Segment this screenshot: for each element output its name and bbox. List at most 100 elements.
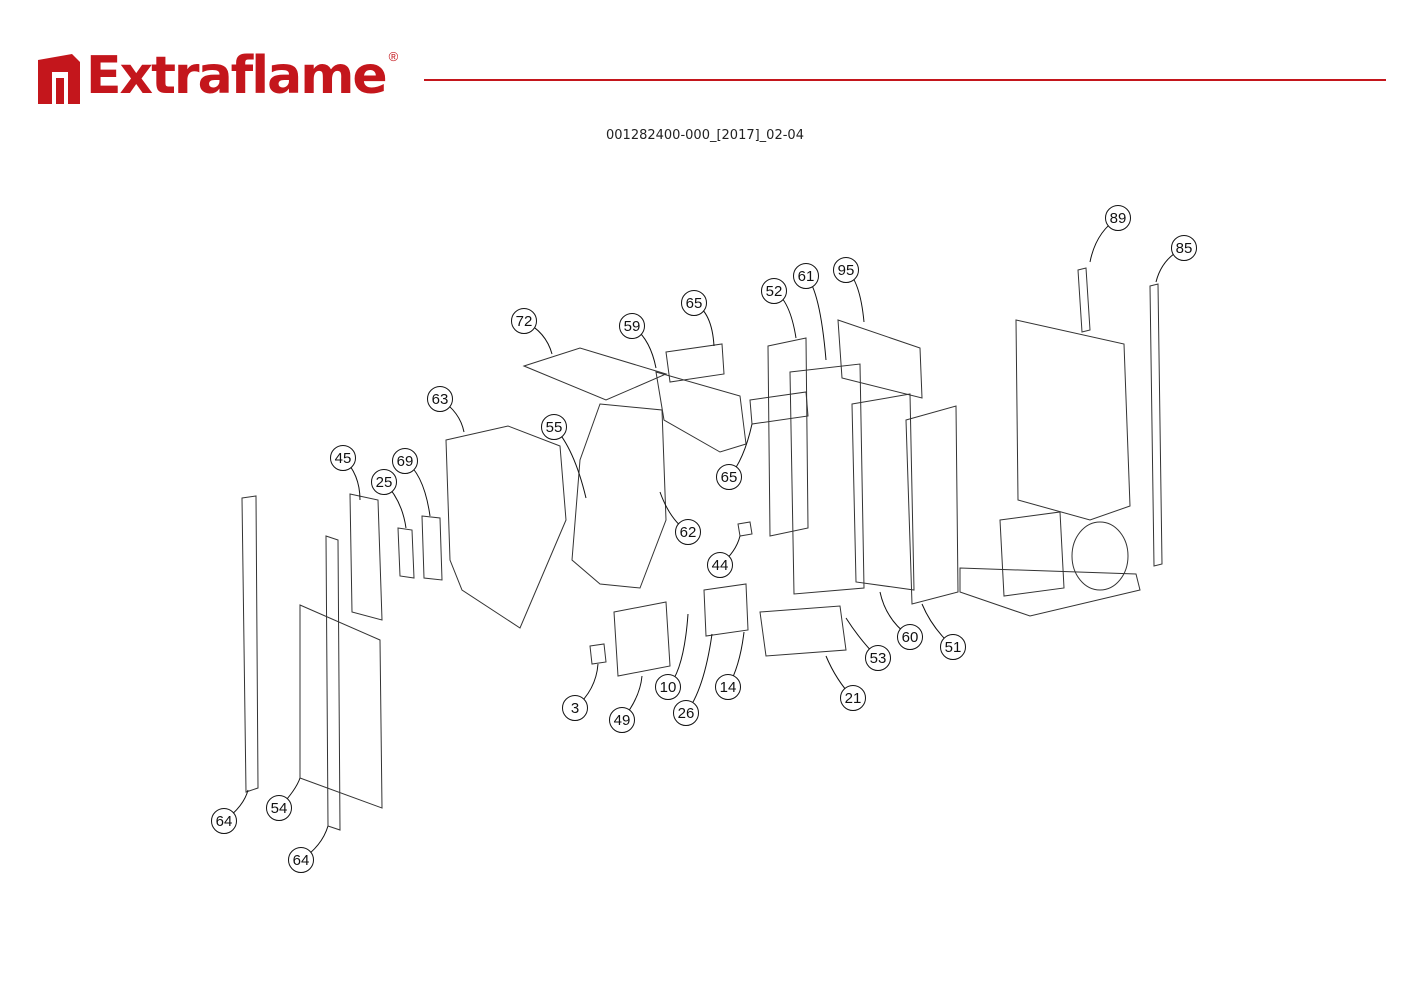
callout-25: 25 <box>371 469 397 495</box>
part-63-hopper <box>445 425 567 629</box>
callout-label: 21 <box>845 690 862 707</box>
callout-circle <box>562 695 588 721</box>
callouts <box>223 217 1185 861</box>
callout-49: 49 <box>609 707 635 733</box>
callout-label: 52 <box>766 283 783 300</box>
parts-linework <box>241 267 1163 831</box>
callout-54: 54 <box>266 795 292 821</box>
callout-label: 54 <box>271 800 288 817</box>
callout-circle <box>673 700 699 726</box>
callout-circle <box>1171 235 1197 261</box>
callout-44: 44 <box>707 552 733 578</box>
callout-95: 95 <box>833 257 859 283</box>
callout-label: 85 <box>1176 240 1193 257</box>
callout-label: 10 <box>660 679 677 696</box>
callout-label: 53 <box>870 650 887 667</box>
callout-55: 55 <box>541 414 567 440</box>
part-49-panel <box>613 601 671 677</box>
callout-circle <box>793 263 819 289</box>
callout-label: 14 <box>720 679 737 696</box>
callout-circle <box>330 445 356 471</box>
callout-14: 14 <box>715 674 741 700</box>
callout-label: 44 <box>712 557 729 574</box>
callout-label: 25 <box>376 474 393 491</box>
callout-circle <box>371 469 397 495</box>
brand-name: Extraflame <box>86 46 388 106</box>
callout-21: 21 <box>840 685 866 711</box>
callout-label: 64 <box>216 813 233 830</box>
part-52-panel <box>767 337 809 537</box>
callout-61: 61 <box>793 263 819 289</box>
callout-circle <box>675 519 701 545</box>
callout-60: 60 <box>897 624 923 650</box>
callout-circle <box>288 847 314 873</box>
callout-label: 3 <box>571 700 579 717</box>
part-85-strip <box>1149 283 1163 567</box>
callout-89: 89 <box>1105 205 1131 231</box>
callout-label: 69 <box>397 453 414 470</box>
header-rule <box>424 79 1386 81</box>
part-51-panel <box>905 405 959 605</box>
callout-label: 49 <box>614 712 631 729</box>
part-45-panel <box>349 493 383 621</box>
callout-label: 64 <box>293 852 310 869</box>
callout-45: 45 <box>330 445 356 471</box>
logo-flame-icon <box>38 54 80 104</box>
callout-circle <box>897 624 923 650</box>
part-25-bracket <box>397 527 415 579</box>
callout-circle <box>619 313 645 339</box>
callout-59: 59 <box>619 313 645 339</box>
registered-mark: ® <box>388 49 399 64</box>
stove-burner-box <box>999 511 1065 597</box>
callout-label: 95 <box>838 262 855 279</box>
callout-circle <box>211 808 237 834</box>
part-95-panel <box>837 319 923 399</box>
callout-65: 65 <box>716 464 742 490</box>
callout-circle <box>655 674 681 700</box>
part-54-panel <box>299 604 383 809</box>
callout-circle <box>865 645 891 671</box>
callout-circle <box>716 464 742 490</box>
part-89-strip <box>1077 267 1091 333</box>
callout-label: 63 <box>432 391 449 408</box>
callout-label: 60 <box>902 629 919 646</box>
callout-64: 64 <box>211 808 237 834</box>
part-26-board <box>703 583 749 637</box>
callout-label: 45 <box>335 450 352 467</box>
part-72-top <box>522 347 668 401</box>
callout-label: 65 <box>686 295 703 312</box>
callout-circle <box>715 674 741 700</box>
callout-label: 51 <box>945 639 962 656</box>
part-64-left-strip <box>241 495 259 793</box>
part-65-rail-lower <box>749 391 809 425</box>
callout-circle <box>840 685 866 711</box>
callout-63: 63 <box>427 386 453 412</box>
callout-3: 3 <box>562 695 588 721</box>
part-62-hopper <box>571 403 667 589</box>
callout-label: 65 <box>721 469 738 486</box>
callout-circle <box>427 386 453 412</box>
stove-motor <box>1071 521 1129 591</box>
callout-65: 65 <box>681 290 707 316</box>
part-44-clip <box>737 521 753 537</box>
callout-label: 59 <box>624 318 641 335</box>
callout-circle <box>511 308 537 334</box>
callout-circle <box>541 414 567 440</box>
callout-circle <box>940 634 966 660</box>
callout-72: 72 <box>511 308 537 334</box>
callout-circle <box>681 290 707 316</box>
callout-26: 26 <box>673 700 699 726</box>
callout-circle <box>392 448 418 474</box>
callout-62: 62 <box>675 519 701 545</box>
part-64-center-strip <box>325 535 341 831</box>
callout-label: 72 <box>516 313 533 330</box>
part-21-fan <box>759 605 847 657</box>
callout-52: 52 <box>761 278 787 304</box>
callout-circle <box>761 278 787 304</box>
brand-logo: Extraflame ® <box>34 44 398 114</box>
part-65-rail-upper <box>665 343 725 383</box>
callout-label: 55 <box>546 419 563 436</box>
callout-51: 51 <box>940 634 966 660</box>
